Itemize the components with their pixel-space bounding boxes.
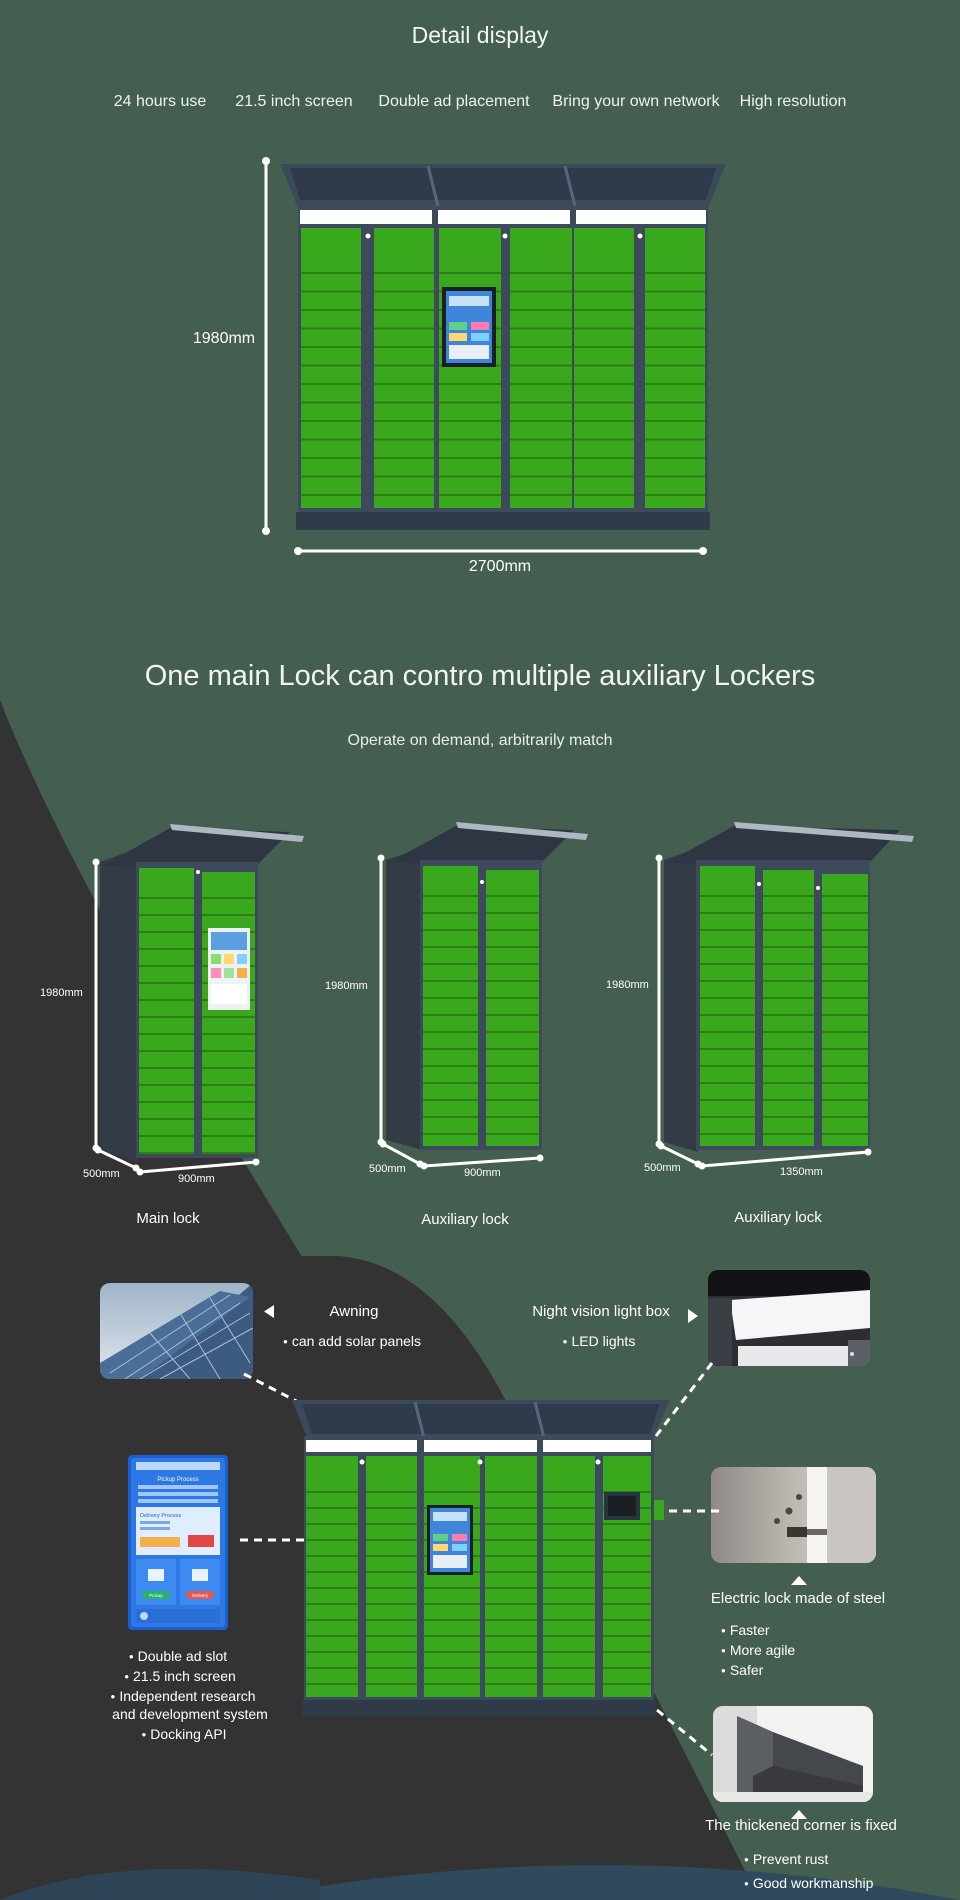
depth-label: 500mm: [83, 1168, 120, 1180]
screen-bullet-continued: and development system: [112, 1706, 268, 1722]
locker-frame: [298, 206, 708, 512]
height-label: 1980mm: [325, 980, 368, 992]
lock-dot: [637, 233, 643, 239]
light-box-photo: [708, 1270, 870, 1366]
locker-door-column: [301, 228, 361, 508]
feature-label: 21.5 inch screen: [235, 93, 353, 110]
height-label: 1980mm: [606, 979, 649, 991]
screen-bullet: Independent research: [110, 1688, 255, 1704]
delivery-process-text: Delivery Process: [140, 1513, 182, 1519]
light-box-bullet: LED lights: [563, 1333, 636, 1349]
height-label: 1980mm: [192, 330, 256, 347]
locker-awning: [280, 164, 726, 208]
depth-label: 500mm: [369, 1163, 406, 1175]
up-pointer-icon: [791, 1810, 807, 1819]
auxiliary-locker-1350: [655, 822, 914, 1170]
width-label: 2700mm: [468, 558, 532, 575]
height-dimension-line: [262, 157, 270, 535]
height-label: 1980mm: [40, 987, 83, 999]
light-box: [438, 210, 570, 224]
locker-door-column: [306, 1456, 358, 1697]
locker-caption: Main lock: [136, 1210, 200, 1227]
electric-lock-bullet: Faster: [721, 1622, 770, 1638]
locker-door-column: [366, 1456, 417, 1697]
locker-door-column: [424, 1456, 480, 1697]
locker-door-column: [439, 228, 501, 508]
section2-title: One main Lock can contro multiple auxili…: [144, 660, 816, 692]
section1-title: Detail display: [411, 22, 549, 48]
light-box-title: Night vision light box: [532, 1303, 670, 1320]
left-pointer-icon: [264, 1305, 274, 1318]
corner-title: The thickened corner is fixed: [705, 1817, 897, 1834]
corner-bullet: Good workmanship: [744, 1875, 874, 1891]
main-locker: [92, 824, 304, 1176]
locker-doors: [301, 228, 705, 508]
screen-photo: Pickup Process Delivery Process Pickup D…: [128, 1455, 228, 1630]
feature-label: High resolution: [739, 93, 847, 110]
touch-screen: [442, 287, 496, 367]
light-box: [300, 210, 432, 224]
electric-lock-title: Electric lock made of steel: [710, 1590, 886, 1607]
right-pointer-icon: [688, 1309, 698, 1323]
locker-caption: Auxiliary lock: [734, 1209, 822, 1226]
electric-lock-photo: [711, 1467, 876, 1563]
up-pointer-icon: [791, 1576, 807, 1585]
electric-lock-bullet: More agile: [721, 1642, 795, 1658]
feature-label: Double ad placement: [378, 93, 530, 110]
lock-dot: [502, 233, 508, 239]
feature-label: 24 hours use: [113, 93, 207, 110]
awning-title: Awning: [329, 1303, 379, 1320]
screen-bullet: 21.5 inch screen: [124, 1668, 236, 1684]
corner-bullet: Prevent rust: [744, 1851, 828, 1867]
locker-door-column: [574, 228, 634, 508]
delivery-button-text: Delivery: [192, 1593, 209, 1598]
pickup-process-text: Pickup Process: [157, 1477, 198, 1483]
light-box: [576, 210, 706, 224]
lock-dot: [477, 1459, 483, 1465]
awning-bullet: can add solar panels: [283, 1333, 421, 1349]
locker-base: [296, 512, 710, 530]
width-label: 1350mm: [780, 1166, 823, 1178]
depth-label: 500mm: [644, 1162, 681, 1174]
screen-bullet: Docking API: [141, 1726, 226, 1742]
solar-panel-photo: [100, 1283, 253, 1379]
width-label: 900mm: [178, 1173, 215, 1185]
corner-photo: [713, 1706, 873, 1802]
feature-locker: [292, 1400, 670, 1716]
lock-dot: [365, 233, 371, 239]
width-dimension-line: [294, 547, 707, 555]
screen-bullet: Double ad slot: [129, 1648, 228, 1664]
lock-dot: [359, 1459, 365, 1465]
width-label: 900mm: [464, 1167, 501, 1179]
locker-door-column: [374, 228, 434, 508]
locker-caption: Auxiliary lock: [421, 1211, 509, 1228]
section2-subtitle: Operate on demand, arbitrarily match: [347, 732, 613, 749]
locker-door-column: [645, 228, 705, 508]
auxiliary-locker-900: [377, 822, 588, 1170]
electric-lock-bullet: Safer: [721, 1662, 763, 1678]
locker-door-column: [485, 1456, 537, 1697]
locker-door-column: [510, 228, 572, 508]
locker-door-column: [543, 1456, 595, 1697]
feature-label: Bring your own network: [552, 93, 720, 110]
pickup-button-text: Pickup: [149, 1593, 163, 1598]
lock-dot: [595, 1459, 601, 1465]
